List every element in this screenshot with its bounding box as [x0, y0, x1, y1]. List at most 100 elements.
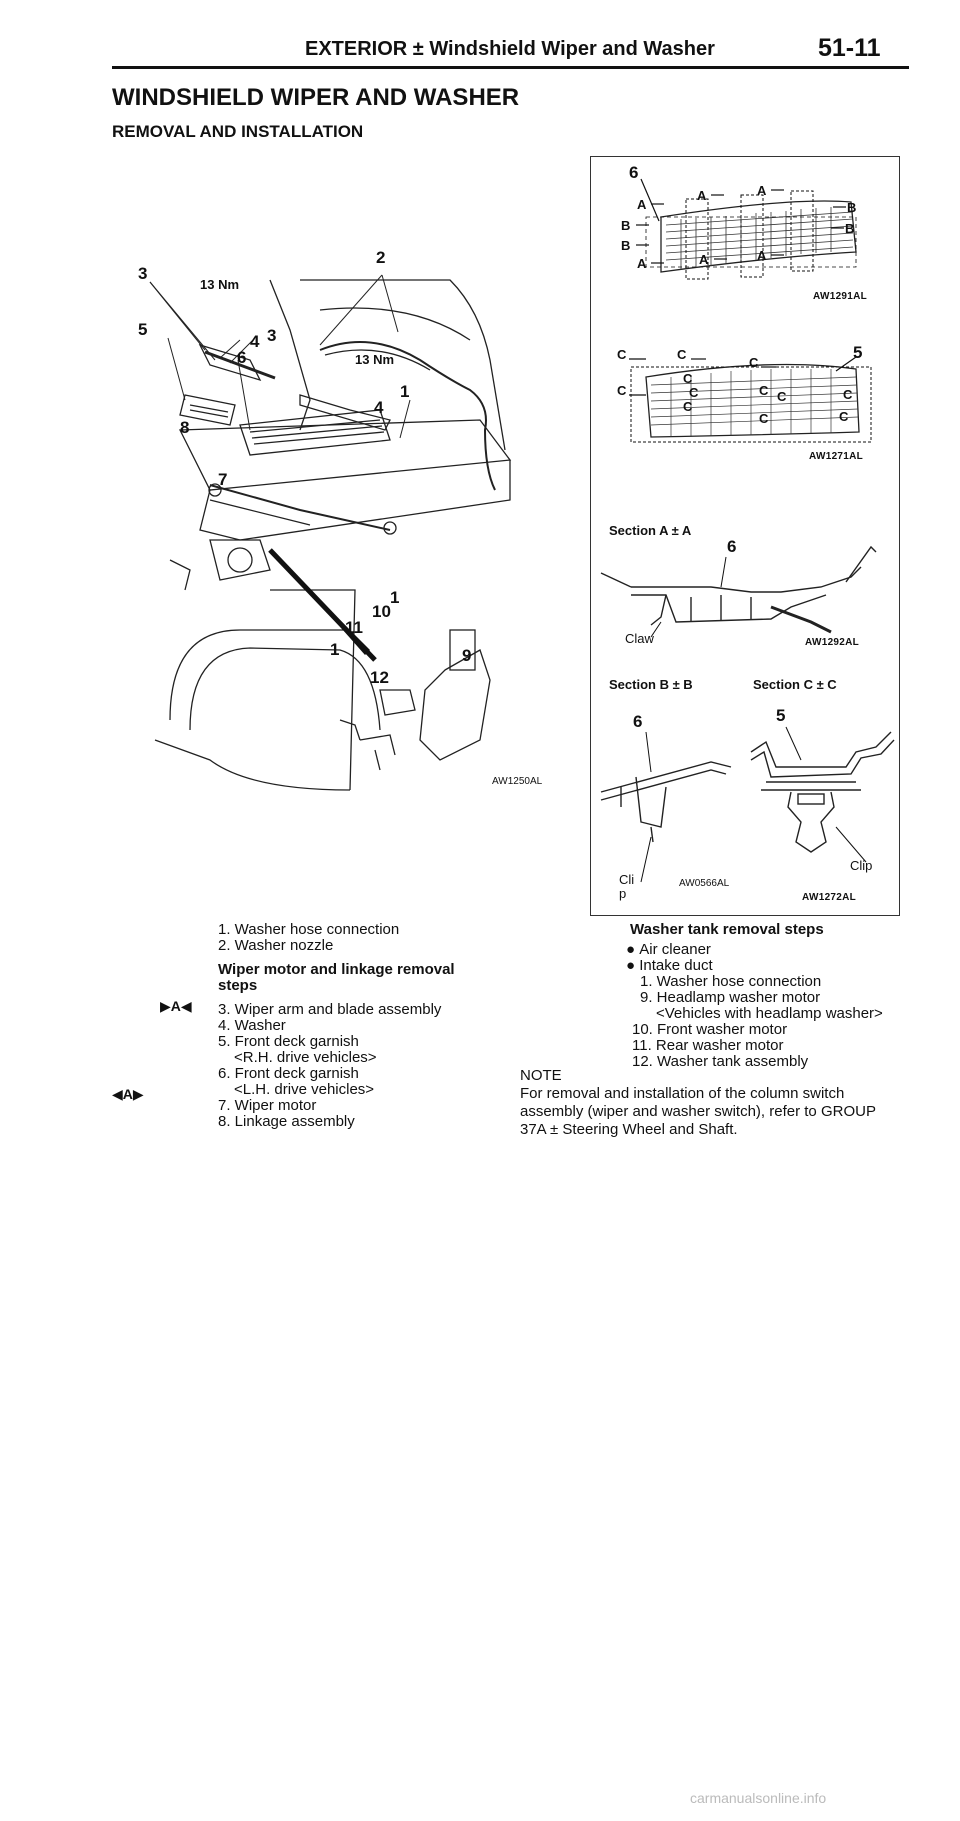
grille-label-a6: A: [757, 248, 767, 263]
grille-label-c7: C: [683, 399, 693, 414]
grille-label-a3: A: [757, 183, 767, 198]
section-a-claw-label: Claw: [625, 631, 654, 646]
note-label: NOTE: [520, 1067, 562, 1084]
wiper-removal-list: 1. Washer hose connection 2. Washer nozz…: [218, 922, 478, 1130]
callout-1c: 1: [330, 640, 340, 659]
grille-label-b4: B: [845, 221, 855, 236]
bullet-icon: ●: [626, 941, 640, 958]
grille-label-c4: C: [617, 383, 627, 398]
section-b-clip-label-2: p: [619, 886, 627, 901]
callout-9: 9: [462, 646, 472, 665]
list-item-label: Air cleaner: [639, 941, 711, 958]
callout-8: 8: [180, 418, 190, 437]
main-exploded-figure: 3 13 Nm 2 5 4 6 3 13 Nm 4 1 8 7 1 10 11 …: [138, 248, 570, 810]
grille-ab-figure: 6 A A A A A A B B B B AW1291AL: [591, 157, 901, 317]
list-item-bullet: ● Air cleaner: [626, 942, 920, 958]
detail-panel: 6 A A A A A A B B B B AW1291AL: [590, 156, 900, 916]
page-header-title: EXTERIOR ± Windshield Wiper and Washer: [305, 38, 715, 60]
section-b-figure: 6 Cli p AW0566AL: [591, 712, 751, 912]
grille-ab-drawing: [636, 178, 857, 280]
list-item: 2. Washer nozzle: [218, 937, 334, 954]
footer-watermark: carmanualsonline.info: [690, 1790, 827, 1806]
list-item: 6. Front deck garnish: [218, 1065, 359, 1082]
grille-label-b1: B: [621, 218, 631, 233]
list-item: 10. Front washer motor: [632, 1021, 788, 1038]
list-item: 11. Rear washer motor: [632, 1037, 784, 1054]
list-item: 9. Headlamp washer motor: [640, 989, 821, 1006]
list-item: 5. Front deck garnish: [218, 1033, 359, 1050]
section-a-figure: 6 Claw AW1292AL: [591, 537, 901, 667]
grille-label-a1: A: [637, 197, 647, 212]
callout-11: 11: [345, 618, 363, 637]
grille-label-c9: C: [777, 389, 787, 404]
grille-label-c12: C: [839, 409, 849, 424]
list-item-sub: <Vehicles with headlamp washer>: [656, 1005, 883, 1022]
grille-label-c8: C: [759, 383, 769, 398]
grille-ab-number: 6: [629, 163, 639, 182]
note-line: For removal and installation of the colu…: [520, 1085, 845, 1102]
main-figure-drawing: [149, 274, 512, 791]
callout-7: 7: [218, 470, 228, 489]
figure-code-grille-c: AW1271AL: [809, 451, 864, 462]
callout-1b: 1: [390, 588, 400, 607]
grille-label-a5: A: [699, 252, 709, 267]
note-block: NOTE For removal and installation of the…: [520, 1067, 910, 1139]
header-rule: [112, 66, 909, 69]
note-line: assembly (wiper and washer switch), refe…: [520, 1103, 876, 1120]
list-item-sub: <L.H. drive vehicles>: [234, 1081, 375, 1098]
grille-label-c5: C: [683, 371, 693, 386]
page-number: 51-11: [818, 34, 881, 62]
grille-c-drawing: [629, 356, 872, 443]
grille-label-b3: B: [847, 200, 857, 215]
section-a-number: 6: [727, 537, 737, 556]
section-subtitle: REMOVAL AND INSTALLATION: [112, 122, 364, 141]
grille-label-a4: A: [637, 256, 647, 271]
section-a-drawing: [600, 545, 877, 638]
grille-label-c11: C: [843, 387, 853, 402]
section-c-number: 5: [776, 706, 786, 725]
callout-5: 5: [138, 320, 148, 339]
torque-label-2: 13 Nm: [355, 352, 395, 367]
torque-label-1: 13 Nm: [200, 277, 240, 292]
callout-3: 3: [138, 264, 148, 283]
callout-4: 4: [250, 332, 260, 351]
grille-label-a2: A: [697, 188, 707, 203]
section-b-clip-label-1: Cli: [619, 872, 635, 887]
grille-label-c6: C: [689, 385, 699, 400]
list-item: 3. Wiper arm and blade assembly: [218, 1001, 442, 1018]
washer-tank-removal-list: Washer tank removal steps ● Air cleaner …: [620, 922, 920, 1070]
list-item: 4. Washer: [218, 1017, 286, 1034]
section-c-title: Section C ± C: [753, 677, 837, 692]
callout-4b: 4: [374, 398, 384, 417]
list-heading: Washer tank removal steps: [630, 921, 824, 938]
figure-code-section-c: AW1272AL: [802, 892, 857, 903]
figure-code-section-a: AW1292AL: [805, 637, 860, 648]
list-item: 7. Wiper motor: [218, 1097, 317, 1114]
grille-label-c1: C: [617, 347, 627, 362]
callout-3b: 3: [267, 326, 277, 345]
section-c-drawing: [750, 726, 895, 863]
callout-12: 12: [370, 668, 389, 687]
section-c-clip-label: Clip: [850, 858, 873, 873]
grille-label-c2: C: [677, 347, 687, 362]
grille-c-figure: C C C 5 C C C C C C C C C AW1271AL: [591, 337, 901, 487]
callout-10: 10: [372, 602, 391, 621]
service-marker-a: ▶A◀: [160, 998, 192, 1014]
list-item-bullet: ● Intake duct: [626, 958, 920, 974]
callout-1: 1: [400, 382, 410, 401]
section-title: WINDSHIELD WIPER AND WASHER: [112, 84, 520, 111]
section-c-figure: 5 Clip AW1272AL: [746, 706, 901, 912]
list-item: 1. Washer hose connection: [218, 921, 400, 938]
figure-code-section-b: AW0566AL: [679, 878, 730, 889]
list-item: 8. Linkage assembly: [218, 1113, 355, 1130]
list-heading: Wiper motor and linkage removal: [218, 961, 455, 978]
figure-code-main: AW1250AL: [492, 776, 543, 787]
grille-label-c3: C: [749, 355, 759, 370]
list-item-label: Intake duct: [639, 957, 713, 974]
figure-code-grille-ab: AW1291AL: [813, 291, 868, 302]
service-marker-b: ◀A▶: [112, 1086, 144, 1102]
note-line: 37A ± Steering Wheel and Shaft.: [520, 1121, 738, 1138]
section-a-title: Section A ± A: [609, 523, 692, 538]
list-heading: steps: [218, 977, 258, 994]
grille-c-number: 5: [853, 343, 863, 362]
